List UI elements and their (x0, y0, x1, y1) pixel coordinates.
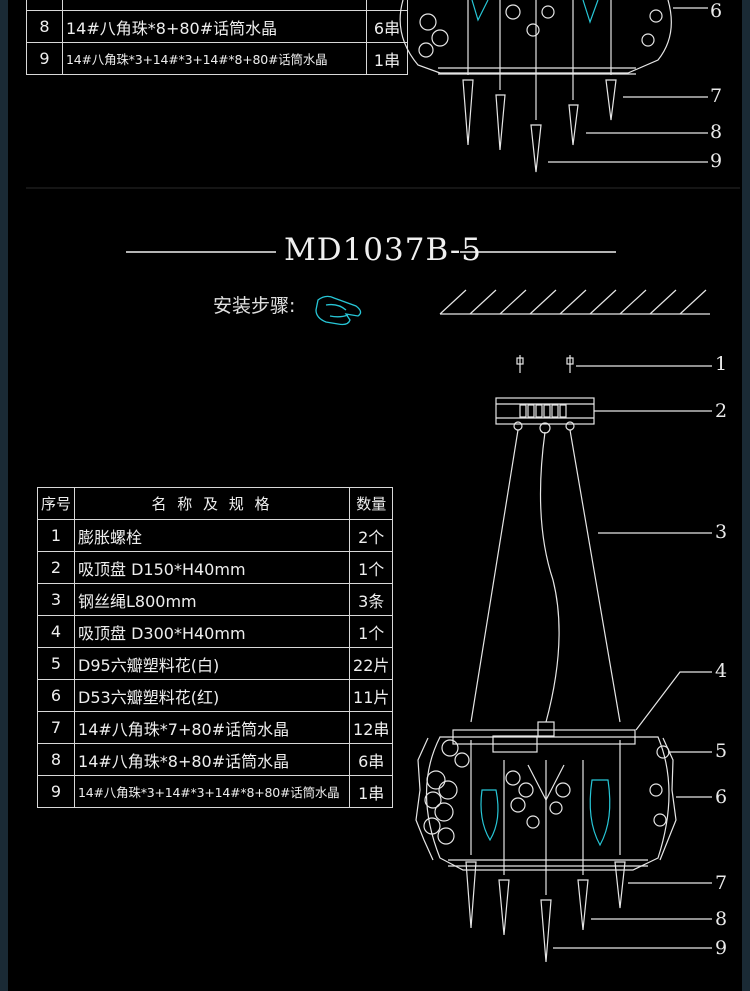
row-name: 吸顶盘 D300*H40mm (74, 615, 351, 648)
top-fixture-drawing (399, 0, 708, 173)
drawing-svg (26, 0, 740, 963)
header-name: 名 称 及 规 格 (74, 487, 351, 520)
ceiling-hatch-icon (439, 289, 710, 315)
callout-9: 9 (715, 937, 728, 959)
row-number: 6 (36, 679, 76, 712)
bulb-icon (589, 779, 611, 847)
callout-2: 2 (715, 400, 728, 422)
steel-wire (569, 429, 621, 723)
row-name: D95六瓣塑料花(白) (74, 647, 351, 680)
row-qty: 2个 (349, 519, 394, 552)
row-name: 14#八角珠*3+14#*3+14#*8+80#话筒水晶 (74, 775, 351, 808)
row-qty: 1串 (349, 775, 394, 808)
top-callout-8: 8 (710, 121, 723, 143)
row-number: 9 (36, 775, 76, 808)
model-title: MD1037B-5 (283, 232, 483, 268)
row-number: 3 (36, 583, 76, 616)
header-qty: 数量 (349, 487, 394, 520)
callout-4: 4 (715, 660, 728, 682)
row-name: D53六瓣塑料花(红) (74, 679, 351, 712)
row-name: 14#八角珠*3+14#*3+14#*8+80#话筒水晶 (62, 42, 367, 75)
table-row: 9 14#八角珠*3+14#*3+14#*8+80#话筒水晶 1串 (26, 42, 408, 75)
callout-leaders (553, 365, 712, 949)
row-qty: 22片 (349, 647, 394, 680)
row-qty: 12串 (349, 711, 394, 744)
callout-5: 5 (715, 740, 728, 762)
row-name: 钢丝绳L800mm (74, 583, 351, 616)
row-qty: 1串 (366, 42, 408, 75)
row-qty: 3条 (349, 583, 394, 616)
crystal-strands (465, 740, 626, 963)
chandelier-drawing (415, 355, 712, 963)
top-parts-table: 8 14#八角珠*8+80#话筒水晶 6串 9 14#八角珠*3+14#*3+1… (26, 0, 408, 75)
row-qty: 6串 (349, 743, 394, 776)
row-name: 14#八角珠*8+80#话筒水晶 (74, 743, 351, 776)
callout-1: 1 (715, 353, 728, 375)
callout-3: 3 (715, 521, 728, 543)
callout-8: 8 (715, 908, 728, 930)
fixture-body (415, 721, 677, 871)
row-qty: 6串 (366, 10, 408, 43)
table-header-row: 序号 名 称 及 规 格 数量 (36, 487, 394, 520)
ceiling-canopy (495, 397, 595, 434)
callout-6: 6 (715, 786, 728, 808)
bulb-icon (480, 789, 499, 842)
pointing-hand-icon (315, 295, 362, 326)
row-number: 7 (36, 711, 76, 744)
row-number: 5 (36, 647, 76, 680)
row-number: 9 (26, 42, 63, 75)
flower-decoration (423, 739, 670, 845)
install-steps-label: 安装步骤: (213, 295, 296, 317)
expansion-bolt (516, 355, 574, 373)
row-number: 1 (36, 519, 76, 552)
callout-7: 7 (715, 872, 728, 894)
row-name: 14#八角珠*8+80#话筒水晶 (62, 10, 367, 43)
row-number: 4 (36, 615, 76, 648)
top-callout-7: 7 (710, 85, 723, 107)
top-callout-9: 9 (710, 150, 723, 172)
table-row: 8 14#八角珠*8+80#话筒水晶 6串 (26, 10, 408, 43)
power-cord (539, 431, 560, 723)
top-callout-6: 6 (710, 0, 723, 22)
row-qty: 1个 (349, 615, 394, 648)
row-name: 14#八角珠*7+80#话筒水晶 (74, 711, 351, 744)
steel-wire (470, 429, 519, 723)
